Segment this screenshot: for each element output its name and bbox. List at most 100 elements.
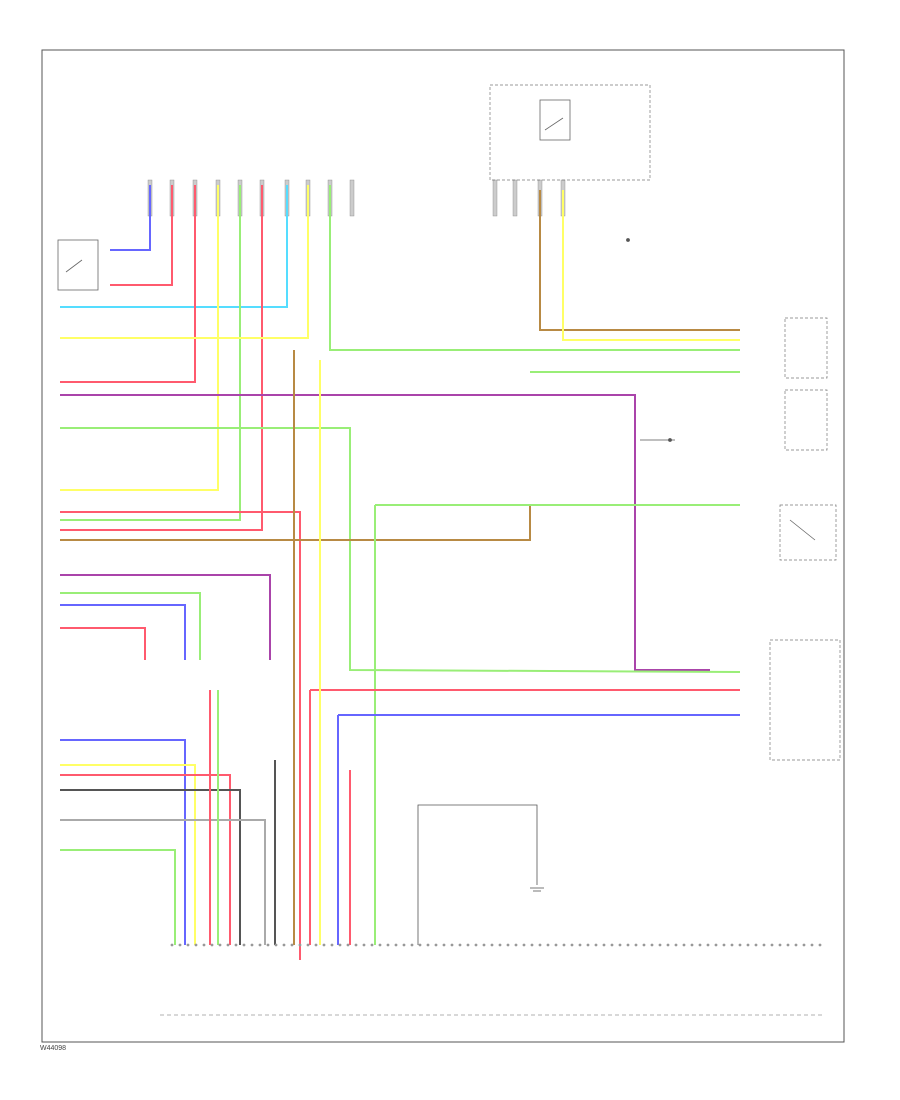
- wire-green: [60, 592, 201, 660]
- ecm-pin: [474, 943, 478, 947]
- wire-tan: [539, 190, 740, 331]
- wire-purple: [60, 394, 710, 671]
- ecm-pin: [714, 943, 718, 947]
- ecm-pin: [730, 943, 734, 947]
- ecm-pin: [506, 943, 510, 947]
- wire-blue: [60, 739, 186, 945]
- wire-green: [60, 427, 741, 673]
- top-connector-row: [147, 179, 566, 217]
- ecm-pin: [186, 943, 190, 947]
- ecm-pin: [226, 943, 230, 947]
- bottom-pin-row: [170, 943, 822, 947]
- ecm-pin: [282, 943, 286, 947]
- connector-pin: [349, 179, 355, 217]
- ecm-pin: [810, 943, 814, 947]
- ecm-pin: [514, 943, 518, 947]
- ecm-pin: [626, 943, 630, 947]
- wire-purple: [60, 574, 271, 660]
- ecm-pin: [594, 943, 598, 947]
- ecm-pin: [178, 943, 182, 947]
- ecm-pin: [378, 943, 382, 947]
- ecm-pin: [322, 943, 326, 947]
- ecm-pin: [386, 943, 390, 947]
- ecm-pin: [602, 943, 606, 947]
- ecm-pin: [402, 943, 406, 947]
- ecm-pin: [770, 943, 774, 947]
- ecm-pin: [666, 943, 670, 947]
- wire-tan: [60, 504, 740, 541]
- ecm-pin: [674, 943, 678, 947]
- ecm-pin: [650, 943, 654, 947]
- ecm-pin: [690, 943, 694, 947]
- ecm-pin: [578, 943, 582, 947]
- ecm-pin: [394, 943, 398, 947]
- switch-icon: [57, 99, 816, 541]
- ecm-pin: [706, 943, 710, 947]
- ecm-pin: [210, 943, 214, 947]
- ecm-pin: [618, 943, 622, 947]
- ecm-pin: [570, 943, 574, 947]
- ecm-pin: [586, 943, 590, 947]
- wire-red: [60, 185, 263, 531]
- ecm-pin: [794, 943, 798, 947]
- ecm-pin: [466, 943, 470, 947]
- ecm-pin: [298, 943, 302, 947]
- ecm-pin: [642, 943, 646, 947]
- ecm-pin: [354, 943, 358, 947]
- ecm-pin: [418, 943, 422, 947]
- wire-red: [60, 185, 196, 383]
- ecm-pin: [546, 943, 550, 947]
- wire-yellow: [60, 764, 196, 945]
- ecm-pin: [362, 943, 366, 947]
- ecm-pin: [194, 943, 198, 947]
- page-code: W44098: [40, 1045, 66, 1052]
- wire-yellow: [60, 185, 309, 339]
- ecm-pin: [554, 943, 558, 947]
- ecm-pin: [458, 943, 462, 947]
- wire-group: [60, 185, 741, 960]
- ecm-pin: [346, 943, 350, 947]
- ecm-pin: [218, 943, 222, 947]
- wire-red: [60, 627, 146, 660]
- ecm-pin: [410, 943, 414, 947]
- ecm-pin: [306, 943, 310, 947]
- ecm-pin: [698, 943, 702, 947]
- ecm-pin: [202, 943, 206, 947]
- wire-black: [60, 789, 241, 945]
- ecm-pin: [530, 943, 534, 947]
- ecm-pin: [778, 943, 782, 947]
- ecm-pin: [738, 943, 742, 947]
- diagram-frame: [41, 49, 845, 1043]
- wire-blue: [60, 604, 186, 660]
- ecm-pin: [426, 943, 430, 947]
- right-component-boxes: [489, 84, 841, 761]
- ecm-pin: [498, 943, 502, 947]
- wire-green: [60, 185, 241, 521]
- ecm-pin: [234, 943, 238, 947]
- ecm-pin: [450, 943, 454, 947]
- wire-blue: [110, 185, 151, 251]
- ecm-pin: [250, 943, 254, 947]
- wire-red: [60, 511, 301, 960]
- wire-cyan: [60, 185, 288, 308]
- ecm-pin: [258, 943, 262, 947]
- ecm-pin: [634, 943, 638, 947]
- ecm-pin: [442, 943, 446, 947]
- ecm-pin: [722, 943, 726, 947]
- ecm-pin: [538, 943, 542, 947]
- ecm-pin: [170, 943, 174, 947]
- ecm-pin: [434, 943, 438, 947]
- ecm-pin: [658, 943, 662, 947]
- ecm-pin: [242, 943, 246, 947]
- ecm-pin: [762, 943, 766, 947]
- ecm-pin: [682, 943, 686, 947]
- ecm-pin: [338, 943, 342, 947]
- ecm-pin: [290, 943, 294, 947]
- ecm-pin: [562, 943, 566, 947]
- wire-green: [60, 849, 176, 945]
- ecm-pin: [490, 943, 494, 947]
- ecm-pin: [754, 943, 758, 947]
- ground-icon: [417, 238, 675, 945]
- ecm-pin: [818, 943, 822, 947]
